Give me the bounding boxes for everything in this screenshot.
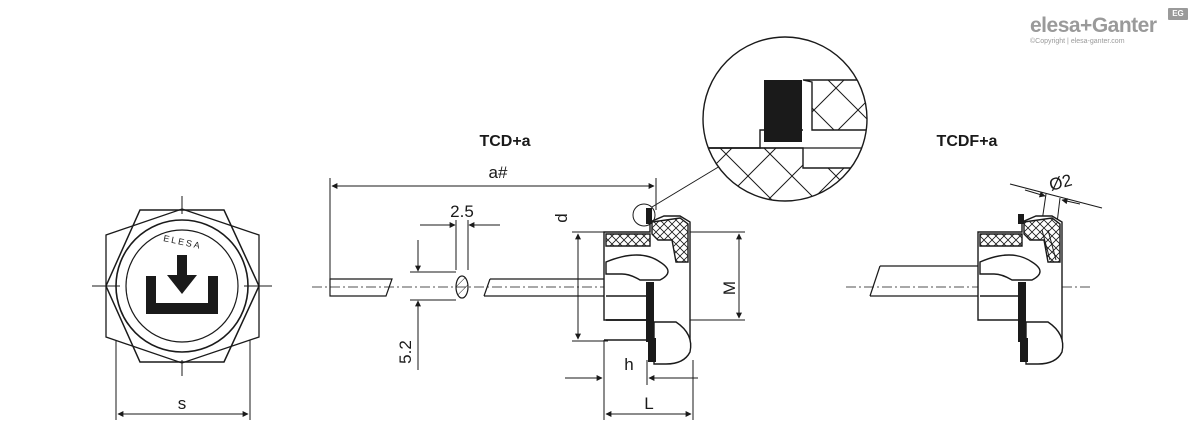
tcdf-plug — [977, 214, 1064, 365]
dim-d-label: d — [552, 213, 571, 222]
dim-5-2-label: 5.2 — [396, 340, 415, 364]
tcdf-title: TCDF+a — [937, 133, 998, 150]
dim-2-5-label: 2.5 — [450, 202, 474, 221]
brand-badge: EG — [1168, 8, 1188, 20]
inner-ring — [125, 229, 239, 343]
dim-L-label: L — [644, 394, 653, 413]
fill-arrow-icon — [146, 255, 218, 314]
brand-copyright: ©Copyright | elesa-ganter.com — [1030, 38, 1125, 45]
front-logo-text: ELESA — [162, 233, 202, 251]
detail-leader — [651, 159, 731, 208]
tcd-rod — [312, 275, 620, 299]
detail-view — [702, 36, 868, 202]
tcd-plug — [603, 208, 692, 365]
seal-block — [764, 80, 802, 142]
dim-o2-label: Ø2 — [1047, 171, 1074, 195]
brand-name: elesa+Ganter — [1030, 14, 1157, 37]
detail-marker-circle — [632, 203, 656, 227]
tcd-title: TCD+a — [479, 133, 530, 150]
dim-a-label: a# — [489, 163, 508, 182]
dim-h-label: h — [624, 355, 633, 374]
dim-s-label: s — [178, 394, 187, 413]
brand-logo[interactable]: elesa+Ganter EG ©Copyright | elesa-gante… — [1030, 8, 1190, 48]
front-view — [92, 196, 272, 420]
dim-M-label: M — [720, 281, 739, 295]
